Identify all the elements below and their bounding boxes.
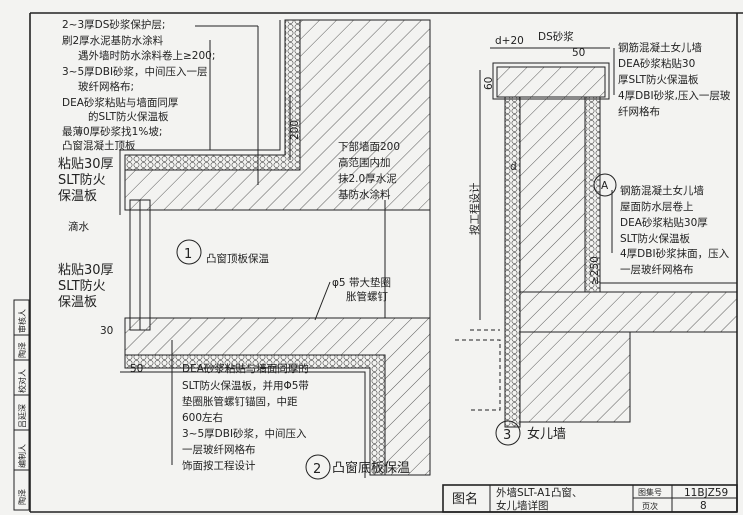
svg-text:的SLT防火保温板: 的SLT防火保温板 bbox=[88, 110, 169, 123]
svg-text:DEA砂浆粘贴与墙面同厚: DEA砂浆粘贴与墙面同厚 bbox=[62, 96, 179, 109]
detail-3-drawing: A bbox=[455, 47, 738, 428]
dim-30: 30 bbox=[100, 325, 113, 337]
svg-text:2~3厚DS砂浆保护层;: 2~3厚DS砂浆保护层; bbox=[62, 18, 165, 31]
dim-50: 50 bbox=[130, 363, 143, 375]
svg-text:一层玻纤网格布: 一层玻纤网格布 bbox=[620, 263, 694, 276]
svg-text:3~5厚DBI砂浆，中间压入一层: 3~5厚DBI砂浆，中间压入一层 bbox=[62, 65, 208, 78]
svg-text:3~5厚DBI砂浆，中间压入: 3~5厚DBI砂浆，中间压入 bbox=[182, 427, 307, 440]
detail-1-right-note: 下部墙面200 高范围内加 抹2.0厚水泥 基防水涂料 bbox=[338, 140, 400, 201]
svg-text:SLT防火保温板，并用Φ5带: SLT防火保温板，并用Φ5带 bbox=[182, 379, 309, 392]
window-frame bbox=[129, 199, 151, 331]
svg-text:≥250: ≥250 bbox=[589, 256, 601, 285]
svg-text:高范围内加: 高范围内加 bbox=[338, 156, 391, 169]
detail-2-left-label: 粘贴30厚 SLT防火 保温板 30 50 bbox=[58, 263, 143, 375]
svg-text:最薄0厚砂浆找1%坡;: 最薄0厚砂浆找1%坡; bbox=[62, 125, 162, 138]
drip-label: 滴水 bbox=[68, 220, 89, 233]
svg-text:DEA砂浆粘贴30: DEA砂浆粘贴30 bbox=[618, 57, 695, 70]
svg-text:1: 1 bbox=[184, 247, 192, 262]
detail-3-mid-notes: 钢筋混凝土女儿墙 屋面防水层卷上 DEA砂浆粘贴30厚 SLT防火保温板 4厚D… bbox=[611, 184, 730, 276]
reviewer-label: 审核人 bbox=[17, 309, 27, 333]
svg-text:胀管螺钉: 胀管螺钉 bbox=[346, 290, 388, 303]
svg-text:2: 2 bbox=[313, 462, 321, 477]
svg-text:d: d bbox=[510, 161, 517, 173]
svg-text:60: 60 bbox=[483, 77, 495, 90]
name-label: 图名 bbox=[452, 491, 478, 507]
svg-text:按工程设计: 按工程设计 bbox=[468, 182, 481, 235]
detail-1-left-label: 粘贴30厚 SLT防火 保温板 滴水 bbox=[58, 157, 114, 233]
svg-text:厚SLT防火保温板: 厚SLT防火保温板 bbox=[618, 73, 699, 86]
detail-1-label: 1 凸窗顶板保温 bbox=[176, 239, 269, 265]
svg-text:3: 3 bbox=[503, 428, 511, 443]
svg-text:抹2.0厚水泥: 抹2.0厚水泥 bbox=[338, 172, 397, 185]
svg-text:纤网格布: 纤网格布 bbox=[618, 105, 660, 118]
page-label: 页次 bbox=[642, 501, 658, 511]
svg-text:4厚DBI砂浆,压入一层玻: 4厚DBI砂浆,压入一层玻 bbox=[618, 89, 731, 102]
svg-text:刷2厚水泥基防水涂料: 刷2厚水泥基防水涂料 bbox=[62, 34, 164, 47]
svg-text:遇外墙时防水涂料卷上≥200;: 遇外墙时防水涂料卷上≥200; bbox=[78, 49, 215, 62]
svg-text:DEA砂浆粘贴30厚: DEA砂浆粘贴30厚 bbox=[620, 216, 708, 229]
detail-1-notes: 2~3厚DS砂浆保护层; 刷2厚水泥基防水涂料 遇外墙时防水涂料卷上≥200; … bbox=[62, 18, 259, 185]
reviewer-name: 陶泽 bbox=[17, 342, 27, 358]
svg-text:SLT防火: SLT防火 bbox=[58, 172, 106, 188]
svg-text:SLT防火: SLT防火 bbox=[58, 278, 106, 294]
svg-text:玻纤网格布;: 玻纤网格布; bbox=[78, 80, 134, 93]
svg-text:凸窗顶板保温: 凸窗顶板保温 bbox=[206, 252, 269, 265]
dim-200: 200 bbox=[289, 120, 301, 140]
signature-strip: 审核人 陶泽 校对人 吕延深 编制人 陶泽 bbox=[13, 299, 30, 511]
svg-text:凸窗底板保温: 凸窗底板保温 bbox=[332, 460, 410, 476]
svg-text:保温板: 保温板 bbox=[58, 295, 97, 310]
detail-2-drawing bbox=[120, 200, 431, 478]
svg-text:基防水涂料: 基防水涂料 bbox=[338, 188, 391, 201]
svg-text:女儿墙: 女儿墙 bbox=[527, 426, 566, 442]
svg-text:一层玻纤网格布: 一层玻纤网格布 bbox=[182, 443, 256, 456]
svg-text:φ5 带大垫圈: φ5 带大垫圈 bbox=[332, 276, 391, 289]
svg-text:DEA砂浆粘贴与墙面同厚的: DEA砂浆粘贴与墙面同厚的 bbox=[182, 362, 309, 375]
detail-2-label: 2 凸窗底板保温 bbox=[305, 454, 410, 480]
svg-text:屋面防水层卷上: 屋面防水层卷上 bbox=[620, 200, 694, 213]
svg-text:粘贴30厚: 粘贴30厚 bbox=[58, 157, 114, 172]
svg-text:钢筋混凝土女儿墙: 钢筋混凝土女儿墙 bbox=[620, 184, 704, 197]
callout-a: A bbox=[601, 180, 609, 192]
svg-text:垫圈胀管螺钉锚固，中距: 垫圈胀管螺钉锚固，中距 bbox=[182, 395, 298, 408]
svg-text:DS砂浆: DS砂浆 bbox=[538, 30, 574, 43]
detail-3-dims: d+20 DS砂浆 50 60 d 按工程设计 ≥250 bbox=[468, 30, 601, 285]
page-number: 8 bbox=[700, 500, 707, 512]
detail-3-top-notes: 钢筋混凝土女儿墙 DEA砂浆粘贴30 厚SLT防火保温板 4厚DBI砂浆,压入一… bbox=[613, 41, 731, 118]
drawing-name-1: 外墙SLT-A1凸窗、 bbox=[496, 486, 582, 499]
author-name: 陶泽 bbox=[17, 489, 27, 505]
svg-text:d+20: d+20 bbox=[495, 35, 524, 47]
svg-text:下部墙面200: 下部墙面200 bbox=[338, 140, 400, 153]
title-block: 图名 外墙SLT-A1凸窗、 女儿墙详图 图集号 11BJZ59 页次 8 bbox=[442, 484, 738, 513]
checker-name: 吕延深 bbox=[17, 404, 27, 428]
detail-1-drawing: 200 bbox=[119, 19, 431, 215]
svg-text:凸窗混凝土顶板: 凸窗混凝土顶板 bbox=[62, 139, 136, 152]
detail-3-label: 3 女儿墙 bbox=[495, 420, 566, 446]
svg-text:600左右: 600左右 bbox=[182, 411, 223, 424]
atlas-label: 图集号 bbox=[638, 487, 662, 497]
drawing-name-2: 女儿墙详图 bbox=[496, 499, 549, 512]
svg-text:钢筋混凝土女儿墙: 钢筋混凝土女儿墙 bbox=[618, 41, 702, 54]
svg-text:SLT防火保温板: SLT防火保温板 bbox=[620, 232, 690, 245]
detail-2-notes: DEA砂浆粘贴与墙面同厚的 SLT防火保温板，并用Φ5带 垫圈胀管螺钉锚固，中距… bbox=[171, 340, 309, 472]
author-label: 编制人 bbox=[17, 444, 27, 468]
svg-text:饰面按工程设计: 饰面按工程设计 bbox=[182, 459, 256, 472]
checker-label: 校对人 bbox=[17, 369, 27, 393]
atlas-number: 11BJZ59 bbox=[684, 487, 728, 499]
svg-text:50: 50 bbox=[572, 47, 585, 59]
svg-text:4厚DBI砂浆抹面，压入: 4厚DBI砂浆抹面，压入 bbox=[620, 247, 730, 260]
svg-text:保温板: 保温板 bbox=[58, 189, 97, 204]
svg-text:粘贴30厚: 粘贴30厚 bbox=[58, 263, 114, 278]
anchor-note: φ5 带大垫圈 胀管螺钉 bbox=[314, 276, 391, 321]
